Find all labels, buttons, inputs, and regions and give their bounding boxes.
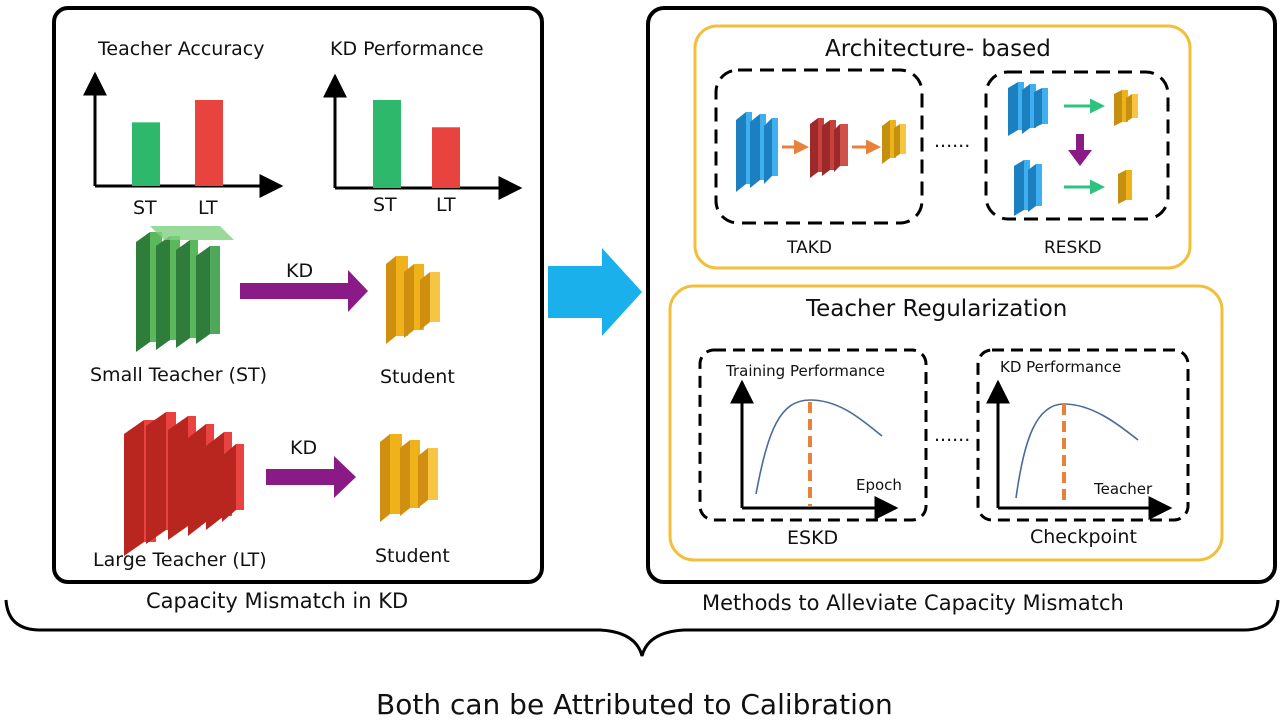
eskd-plot: [730, 379, 899, 520]
small-teacher-label: Small Teacher (ST): [90, 364, 268, 386]
reskd-network-icon: [1008, 82, 1138, 216]
kd-performance-title: KD Performance: [330, 38, 484, 60]
left-panel-frame: [52, 6, 544, 584]
right-panel-frame: [646, 6, 1277, 584]
bottom-caption: Both can be Attributed to Calibration: [376, 688, 893, 721]
st-tick-label: ST: [133, 197, 157, 219]
kd-arrow-icon: [240, 270, 368, 312]
teacher-accuracy-title: Teacher Accuracy: [98, 38, 265, 60]
large-teacher-network-icon: [124, 412, 244, 556]
takd-label: TAKD: [787, 238, 832, 258]
architecture-ellipsis: ......: [934, 130, 971, 152]
right-panel-caption: Methods to Alleviate Capacity Mismatch: [702, 591, 1124, 615]
regularization-ellipsis: ......: [934, 424, 971, 446]
st-tick-label: ST: [373, 194, 397, 216]
curly-brace-icon: [4, 599, 1280, 657]
checkpoint-plot: [986, 379, 1173, 520]
checkpoint-dashed-box: [976, 348, 1190, 522]
eskd-dashed-box: [698, 348, 928, 522]
eskd-xlabel: Epoch: [856, 476, 902, 494]
eskd-caption: ESKD: [787, 527, 839, 549]
architecture-frame: [693, 24, 1192, 270]
small-teacher-network-icon: [136, 226, 234, 352]
student-network-icon: [380, 434, 438, 522]
checkpoint-ylabel: KD Performance: [1000, 358, 1122, 376]
student-network-icon: [386, 256, 440, 344]
reskd-dashed-box: [984, 70, 1170, 221]
bar-st: [373, 100, 401, 188]
student-label: Student: [380, 366, 455, 388]
bar-lt: [195, 100, 223, 186]
lt-tick-label: LT: [436, 194, 456, 216]
eskd-ylabel: Training Performance: [726, 362, 886, 380]
checkpoint-caption: Checkpoint: [1030, 526, 1137, 548]
lt-tick-label: LT: [198, 197, 218, 219]
reskd-label: RESKD: [1044, 238, 1102, 258]
regularization-title: Teacher Regularization: [806, 296, 1068, 322]
kd-arrow-icon: [266, 456, 356, 498]
teacher-accuracy-chart: [83, 71, 284, 198]
takd-dashed-box: [714, 68, 924, 225]
bar-st: [132, 122, 160, 186]
large-teacher-label: Large Teacher (LT): [93, 549, 267, 571]
architecture-title: Architecture- based: [825, 36, 1051, 62]
bar-lt: [432, 127, 460, 188]
left-panel-caption: Capacity Mismatch in KD: [146, 589, 409, 613]
kd-performance-chart: [323, 73, 523, 200]
student-label: Student: [375, 545, 450, 567]
takd-network-icon: [736, 112, 906, 192]
kd-arrow-label: KD: [290, 437, 318, 459]
kd-arrow-label: KD: [286, 260, 314, 282]
regularization-frame: [668, 284, 1224, 562]
checkpoint-xlabel: Teacher: [1094, 480, 1153, 498]
big-right-arrow-icon: [548, 248, 642, 336]
